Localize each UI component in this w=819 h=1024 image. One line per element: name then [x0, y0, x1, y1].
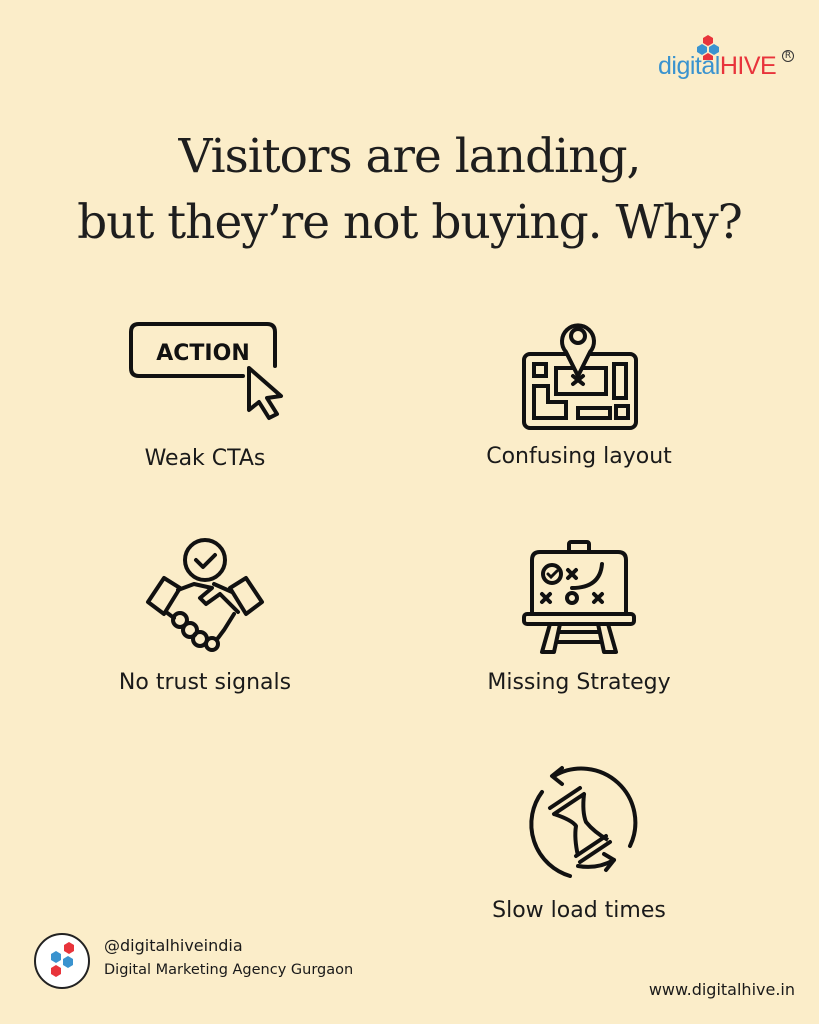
hexagon-cluster-icon: [697, 35, 719, 60]
logo-text-hive: HIVE: [719, 52, 777, 80]
logo-text-digital: digital: [658, 52, 720, 80]
agency-description: Digital Marketing Agency Gurgaon: [104, 962, 354, 978]
action-button-cursor-icon: ACTION: [129, 322, 283, 420]
reason-label: No trust signals: [118, 670, 292, 695]
reason-label: Weak CTAs: [144, 446, 266, 471]
svg-text:ACTION: ACTION: [156, 341, 249, 366]
headline-line-1: Visitors are landing,: [178, 129, 642, 184]
hourglass-refresh-icon: [529, 766, 638, 878]
logo-wordmark: digitalHIVE: [658, 52, 777, 81]
brand-logo: digitalHIVE R: [658, 35, 798, 86]
handshake-check-icon: [146, 538, 264, 652]
reason-label: Slow load times: [492, 898, 666, 923]
map-pin-layout-icon: [522, 323, 638, 430]
reason-weak-ctas: ACTION Weak CTAs: [75, 318, 335, 471]
hexagon-cluster-icon: [51, 942, 74, 977]
social-handle[interactable]: @digitalhiveindia: [104, 936, 243, 955]
reason-no-trust-signals: No trust signals: [75, 538, 335, 695]
page-title: Visitors are landing, but they’re not bu…: [0, 124, 819, 256]
reason-slow-load-times: Slow load times: [449, 760, 709, 923]
avatar: [34, 933, 90, 989]
registered-mark: R: [782, 50, 794, 62]
reason-label: Missing Strategy: [487, 670, 671, 695]
reason-confusing-layout: Confusing layout: [449, 312, 709, 469]
reason-missing-strategy: Missing Strategy: [449, 538, 709, 695]
reason-label: Confusing layout: [486, 444, 672, 469]
strategy-board-icon: [522, 540, 636, 654]
headline-line-2: but they’re not buying. Why?: [77, 195, 743, 250]
website-link[interactable]: www.digitalhive.in: [648, 980, 795, 999]
